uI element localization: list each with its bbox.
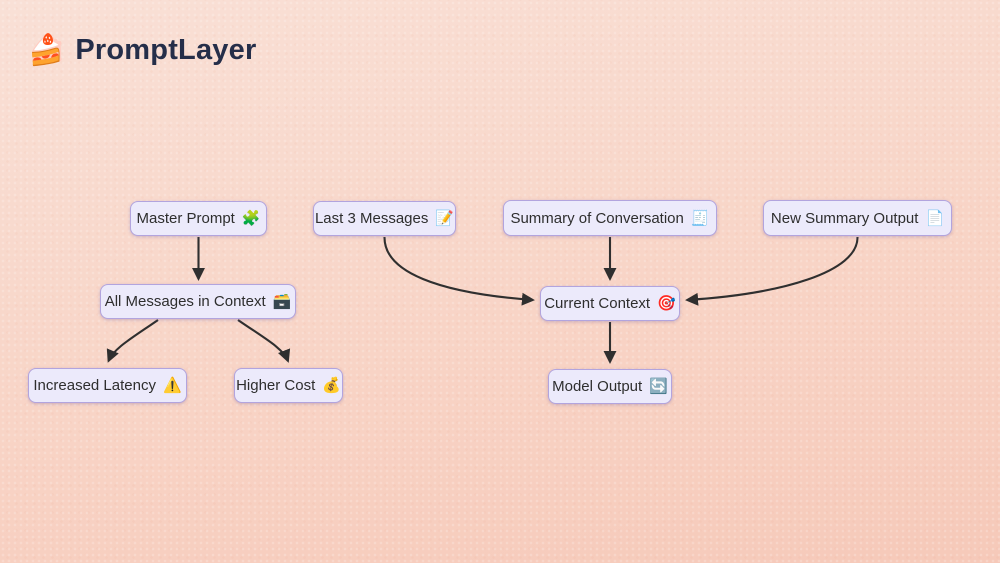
node-label: All Messages in Context: [104, 293, 266, 310]
money-bag-icon: 💰: [322, 377, 341, 394]
node-label: Higher Cost: [236, 377, 316, 394]
node-all-messages-in-context: All Messages in Context 🗃️: [100, 284, 296, 319]
node-label: Summary of Conversation: [510, 209, 684, 227]
node-label: New Summary Output: [770, 209, 919, 227]
brand-name: PromptLayer: [75, 34, 257, 66]
puzzle-piece-icon: 🧩: [241, 210, 261, 227]
page-facing-up-icon: 📄: [925, 209, 945, 227]
node-current-context: Current Context 🎯: [540, 286, 680, 321]
warning-icon: ⚠️: [162, 377, 182, 394]
node-label: Increased Latency: [33, 377, 156, 394]
node-model-output: Model Output 🔄: [548, 369, 672, 404]
node-higher-cost: Higher Cost 💰: [234, 368, 343, 403]
card-file-box-icon: 🗃️: [272, 293, 292, 310]
node-increased-latency: Increased Latency ⚠️: [28, 368, 187, 403]
node-label: Master Prompt: [136, 210, 235, 227]
node-new-summary-output: New Summary Output 📄: [763, 200, 952, 236]
memo-icon: 📝: [435, 210, 455, 227]
node-last-3-messages: Last 3 Messages 📝: [313, 201, 456, 236]
node-summary-of-conversation: Summary of Conversation 🧾: [503, 200, 717, 236]
edge-all-messages-in-context-to-higher-cost: [237, 319, 291, 363]
node-label: Last 3 Messages: [314, 210, 429, 227]
promptlayer-logo: 🍰 PromptLayer: [28, 34, 256, 67]
edge-all-messages-in-context-to-increased-latency: [106, 319, 159, 363]
refresh-arrows-icon: 🔄: [649, 378, 668, 395]
node-label: Model Output: [552, 378, 643, 395]
node-master-prompt: Master Prompt 🧩: [130, 201, 267, 236]
node-label: Current Context: [544, 295, 651, 312]
cake-icon: 🍰: [28, 33, 66, 67]
receipt-icon: 🧾: [690, 209, 710, 227]
edge-last-3-messages-to-current-context: [383, 236, 535, 306]
edge-new-summary-output-to-current-context: [685, 236, 859, 306]
direct-hit-target-icon: 🎯: [657, 295, 676, 312]
